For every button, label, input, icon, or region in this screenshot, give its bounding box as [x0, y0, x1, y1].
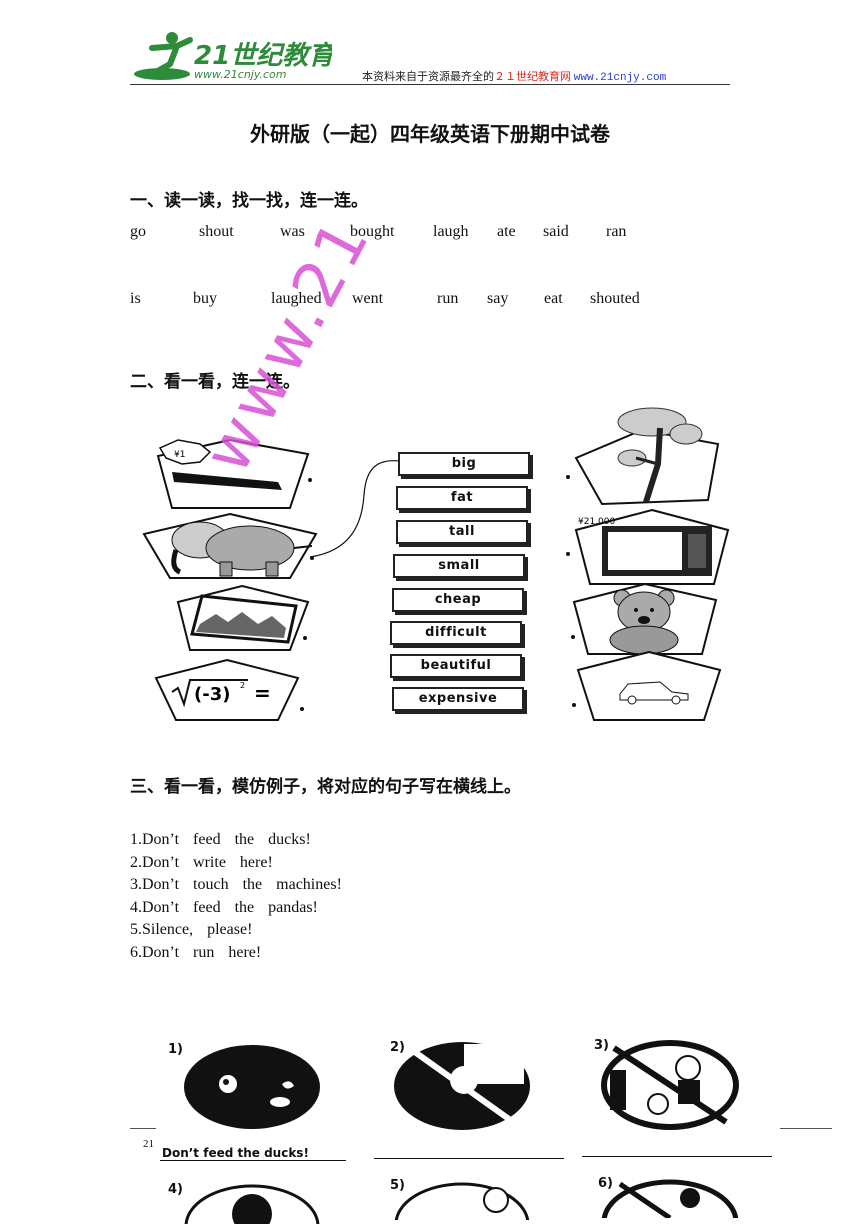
- section1-heading: 一、读一读，找一找，连一连。: [130, 191, 368, 211]
- word-box-tall: tall: [396, 520, 528, 544]
- left-dot-1[interactable]: [308, 478, 312, 482]
- run-sign-icon: [601, 1179, 739, 1218]
- footer-rule-left: [130, 1128, 156, 1129]
- word-row2-6: say: [487, 290, 509, 307]
- sentence-5: 5.Silence,please!: [130, 921, 253, 938]
- machines-sign-icon: [601, 1040, 739, 1130]
- tree-icon: [574, 407, 720, 506]
- word-row2-7: eat: [544, 290, 563, 307]
- left-dot-2[interactable]: [310, 556, 314, 560]
- right-dot-3[interactable]: [571, 635, 575, 639]
- answer-line-3[interactable]: [582, 1156, 772, 1157]
- figure-label-1: 1): [168, 1042, 183, 1057]
- footer-rule-right: [780, 1128, 832, 1129]
- section2-heading: 二、看一看，连一连。: [130, 372, 300, 392]
- pen-price-tag: ¥1: [174, 450, 185, 460]
- word-row2-2: buy: [193, 290, 217, 307]
- word-row1-2: shout: [199, 223, 234, 240]
- answer-line-1[interactable]: [160, 1160, 346, 1161]
- pandas-sign-icon: [184, 1184, 320, 1224]
- right-dot-2[interactable]: [566, 552, 570, 556]
- logo-text: 21世纪教育: [194, 41, 332, 71]
- elephant-icon: [142, 512, 318, 579]
- page-title: 外研版（一起）四年级英语下册期中试卷: [250, 122, 610, 146]
- word-box-beautiful: beautiful: [390, 654, 522, 678]
- painting-icon: [176, 584, 310, 651]
- svg-text:=: =: [254, 681, 271, 705]
- svg-text:2: 2: [240, 681, 245, 690]
- word-row1-8: ran: [606, 223, 627, 240]
- word-row1-6: ate: [497, 223, 516, 240]
- write-sign-icon: [394, 1042, 530, 1130]
- word-row2-1: is: [130, 290, 141, 307]
- logo-url: www.21cnjy.com: [194, 68, 287, 81]
- word-box-expensive: expensive: [392, 687, 524, 711]
- word-row1-4: bought: [350, 223, 395, 240]
- silence-sign-icon: [394, 1182, 530, 1220]
- word-row2-3: laughed: [271, 290, 322, 307]
- logo: 21世纪教育 www.21cnjy.com: [134, 32, 332, 81]
- header-note: 本资料来自于资源最齐全的２１世纪教育网 www.21cnjy.com: [362, 71, 667, 84]
- tv-price-tag: ¥21,000: [578, 517, 615, 527]
- word-box-fat: fat: [396, 486, 528, 510]
- right-dot-4[interactable]: [572, 703, 576, 707]
- car-icon: [576, 650, 722, 721]
- figure-label-6: 6): [598, 1176, 613, 1191]
- word-row1-7: said: [543, 223, 569, 240]
- figure-label-4: 4): [168, 1182, 183, 1197]
- svg-text:(-3): (-3): [194, 684, 230, 705]
- example-answer: Don’t feed the ducks!: [162, 1146, 309, 1160]
- word-box-difficult: difficult: [390, 621, 522, 645]
- tv-icon: ¥21,000: [574, 508, 730, 585]
- square-root-icon: (-3) 2 =: [154, 658, 300, 721]
- word-row1-1: go: [130, 223, 146, 240]
- right-dot-1[interactable]: [566, 475, 570, 479]
- word-row1-5: laugh: [433, 223, 469, 240]
- word-box-big: big: [398, 452, 530, 476]
- word-row2-4: went: [352, 290, 384, 307]
- header-url-link[interactable]: www.21cnjy.com: [573, 72, 667, 84]
- figure-label-3: 3): [594, 1038, 609, 1053]
- ducks-sign-icon: [184, 1045, 320, 1129]
- word-box-cheap: cheap: [392, 588, 524, 612]
- left-dot-4[interactable]: [300, 707, 304, 711]
- pen-icon: ¥1: [156, 438, 310, 509]
- example-connector-line: [310, 460, 401, 558]
- word-row1-3: was: [280, 223, 305, 240]
- figure-label-5: 5): [390, 1178, 405, 1193]
- word-row2-8: shouted: [590, 290, 640, 307]
- section3-heading: 三、看一看，模仿例子，将对应的句子写在横线上。: [130, 777, 521, 797]
- teddy-bear-icon: [572, 582, 718, 655]
- header-site[interactable]: ２１世纪教育网: [494, 71, 571, 83]
- left-dot-3[interactable]: [303, 636, 307, 640]
- word-box-small: small: [393, 554, 525, 578]
- answer-line-2[interactable]: [374, 1158, 564, 1159]
- header-divider: [130, 84, 730, 85]
- page-number: 21: [143, 1138, 154, 1150]
- figure-label-2: 2): [390, 1040, 405, 1055]
- word-row2-5: run: [437, 290, 459, 307]
